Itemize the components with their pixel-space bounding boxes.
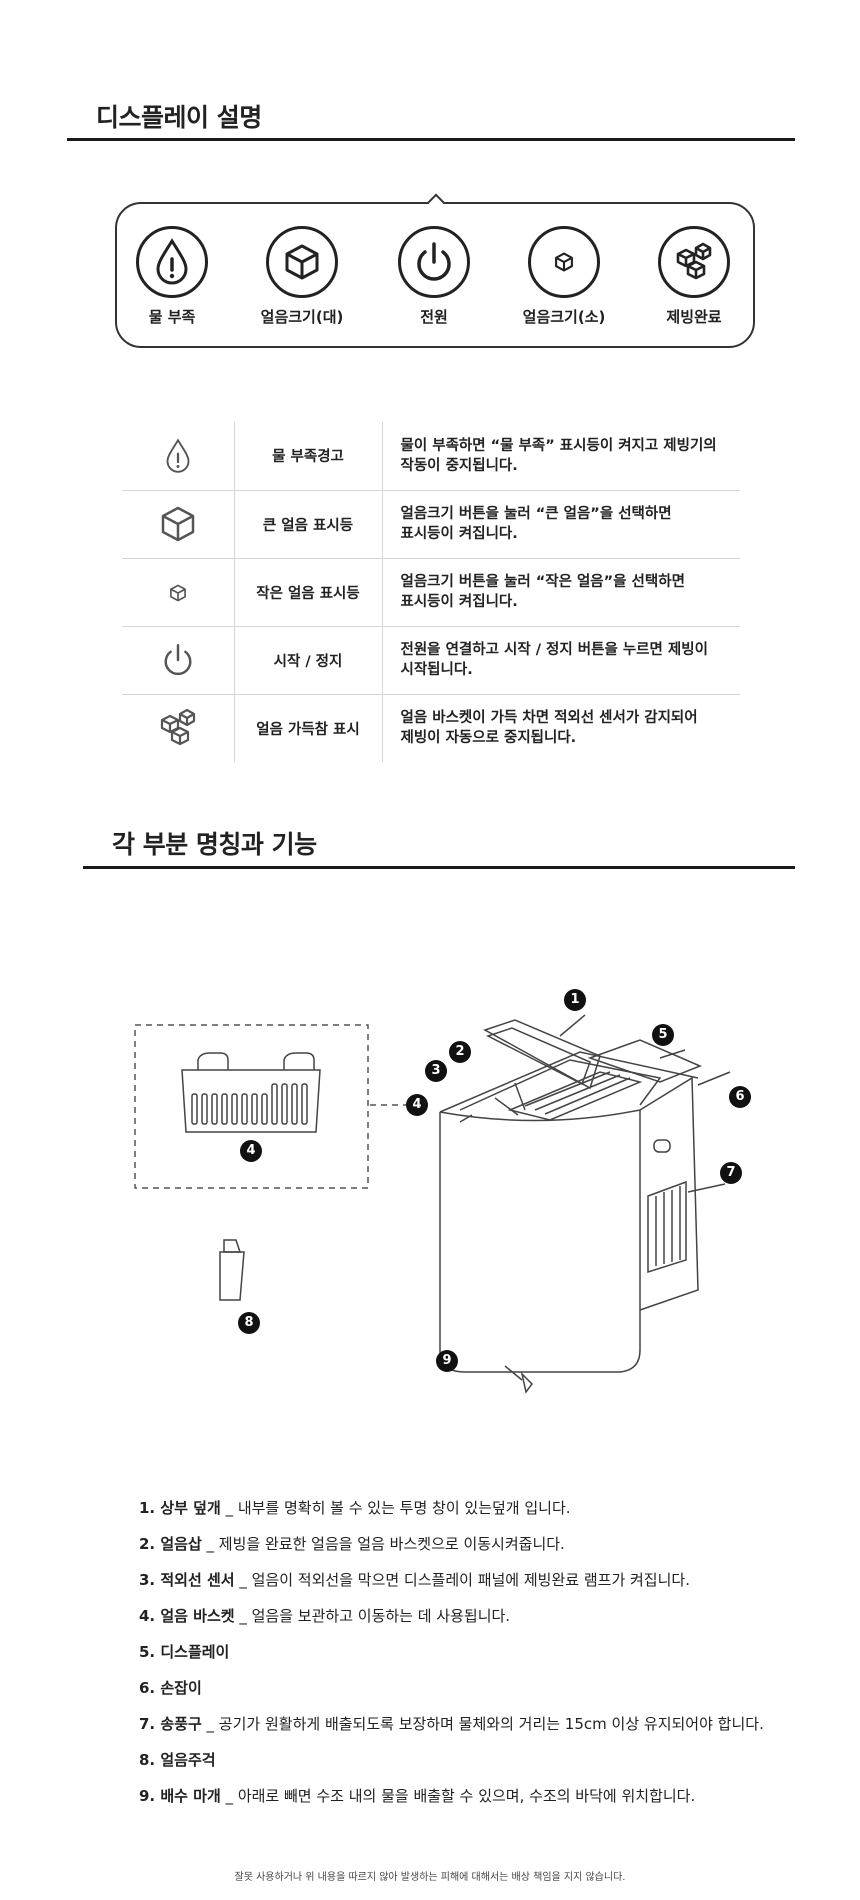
legend-name: 시작 / 정지 — [234, 626, 383, 695]
legend-desc: 얼음크기 버튼을 눌러 “큰 얼음”을 선택하면 표시등이 켜집니다. — [382, 490, 740, 559]
panel-label: 전원 — [420, 308, 448, 326]
callout-2: 2 — [449, 1041, 471, 1063]
ice-maker-illustration — [134, 1014, 731, 1394]
parts-list: 1. 상부 덮개 _ 내부를 명확히 볼 수 있는 투명 창이 있는덮개 입니다… — [139, 1498, 799, 1822]
table-row: 얼음 가득참 표시 얼음 바스켓이 가득 차면 적외선 센서가 감지되어 제빙이… — [122, 694, 740, 762]
legend-desc: 얼음 바스켓이 가득 차면 적외선 센서가 감지되어 제빙이 자동으로 중지됩니… — [400, 710, 698, 747]
panel-item-power: 전원 — [379, 226, 489, 327]
water-drop-icon — [166, 438, 190, 473]
table-row: 시작 / 정지 전원을 연결하고 시작 / 정지 버튼을 누르면 제빙이 시작됩… — [122, 626, 740, 695]
table-row: 작은 얼음 표시등 얼음크기 버튼을 눌러 “작은 얼음”을 선택하면 표시등이… — [122, 558, 740, 627]
callout-4: 4 — [406, 1094, 428, 1116]
table-row: 큰 얼음 표시등 얼음크기 버튼을 눌러 “큰 얼음”을 선택하면 표시등이 켜… — [122, 490, 740, 559]
power-icon — [164, 644, 192, 676]
display-panel: 물 부족 얼음크기(대) 전원 얼음크기(소) — [115, 202, 755, 348]
legend-name: 얼음 가득참 표시 — [234, 694, 383, 762]
panel-item-water-shortage: 물 부족 — [117, 226, 227, 327]
panel-item-ice-full: 제빙완료 — [639, 226, 749, 327]
legend-name: 물 부족경고 — [234, 422, 383, 491]
callout-7: 7 — [720, 1162, 742, 1184]
panel-label: 얼음크기(소) — [522, 308, 606, 326]
callout-1: 1 — [564, 989, 586, 1011]
panel-item-large-ice: 얼음크기(대) — [247, 226, 357, 327]
power-icon — [417, 242, 451, 281]
large-cube-icon — [161, 506, 194, 542]
small-cube-icon — [169, 584, 186, 602]
panel-item-small-ice: 얼음크기(소) — [509, 226, 619, 327]
display-section-title: 디스플레이 설명 — [96, 103, 262, 132]
display-section-rule — [67, 138, 795, 141]
list-item: 9. 배수 마개 _ 아래로 빼면 수조 내의 물을 배출할 수 있으며, 수조… — [139, 1787, 696, 1805]
legend-name: 작은 얼음 표시등 — [234, 558, 383, 627]
panel-label: 제빙완료 — [666, 308, 722, 326]
legend-desc: 물이 부족하면 “물 부족” 표시등이 켜지고 제빙기의 작동이 중지됩니다. — [382, 422, 740, 491]
parts-section-rule — [83, 866, 795, 869]
callout-3: 3 — [425, 1060, 447, 1082]
liability-note: 잘못 사용하거나 위 내용을 따르지 않아 발생하는 피해에 대해서는 배상 책… — [234, 1872, 626, 1883]
small-cube-icon — [555, 252, 573, 272]
panel-label: 물 부족 — [148, 308, 196, 326]
callout-5: 5 — [652, 1024, 674, 1046]
legend-desc: 전원을 연결하고 시작 / 정지 버튼을 누르면 제빙이 시작됩니다. — [382, 626, 740, 695]
panel-label: 얼음크기(대) — [260, 308, 344, 326]
parts-section-title: 각 부분 명칭과 기능 — [112, 830, 317, 859]
list-item: 3. 적외선 센서 _ 얼음이 적외선을 막으면 디스플레이 패널에 제빙완료 … — [139, 1571, 690, 1589]
ice-cubes-icon — [160, 709, 195, 746]
callout-8: 8 — [238, 1312, 260, 1334]
water-drop-icon — [156, 238, 188, 285]
list-item: 1. 상부 덮개 _ 내부를 명확히 볼 수 있는 투명 창이 있는덮개 입니다… — [139, 1499, 571, 1517]
table-row: 물 부족경고 물이 부족하면 “물 부족” 표시등이 켜지고 제빙기의 작동이 … — [122, 422, 740, 491]
display-legend-table: 물 부족경고 물이 부족하면 “물 부족” 표시등이 켜지고 제빙기의 작동이 … — [122, 422, 740, 762]
list-item: 7. 송풍구 _ 공기가 원활하게 배출되도록 보장하며 물체와의 거리는 15… — [139, 1715, 764, 1733]
large-cube-icon — [285, 244, 319, 280]
legend-name: 큰 얼음 표시등 — [234, 490, 383, 559]
list-item: 4. 얼음 바스켓 _ 얼음을 보관하고 이동하는 데 사용됩니다. — [139, 1607, 511, 1625]
callout-6: 6 — [729, 1086, 751, 1108]
list-item: 2. 얼음삽 _ 제빙을 완료한 얼음을 얼음 바스켓으로 이동시켜줍니다. — [139, 1535, 565, 1553]
list-item: 6. 손잡이 — [139, 1679, 202, 1697]
legend-desc: 얼음크기 버튼을 눌러 “작은 얼음”을 선택하면 표시등이 켜집니다. — [382, 558, 740, 627]
list-item: 8. 얼음주걱 — [139, 1751, 216, 1769]
callout-basket-4: 4 — [240, 1140, 262, 1162]
callout-9: 9 — [436, 1350, 458, 1372]
list-item: 5. 디스플레이 — [139, 1643, 230, 1661]
ice-maker-diagram: 1 2 3 4 5 6 7 4 8 9 — [120, 960, 780, 1400]
ice-cubes-icon — [676, 242, 712, 280]
